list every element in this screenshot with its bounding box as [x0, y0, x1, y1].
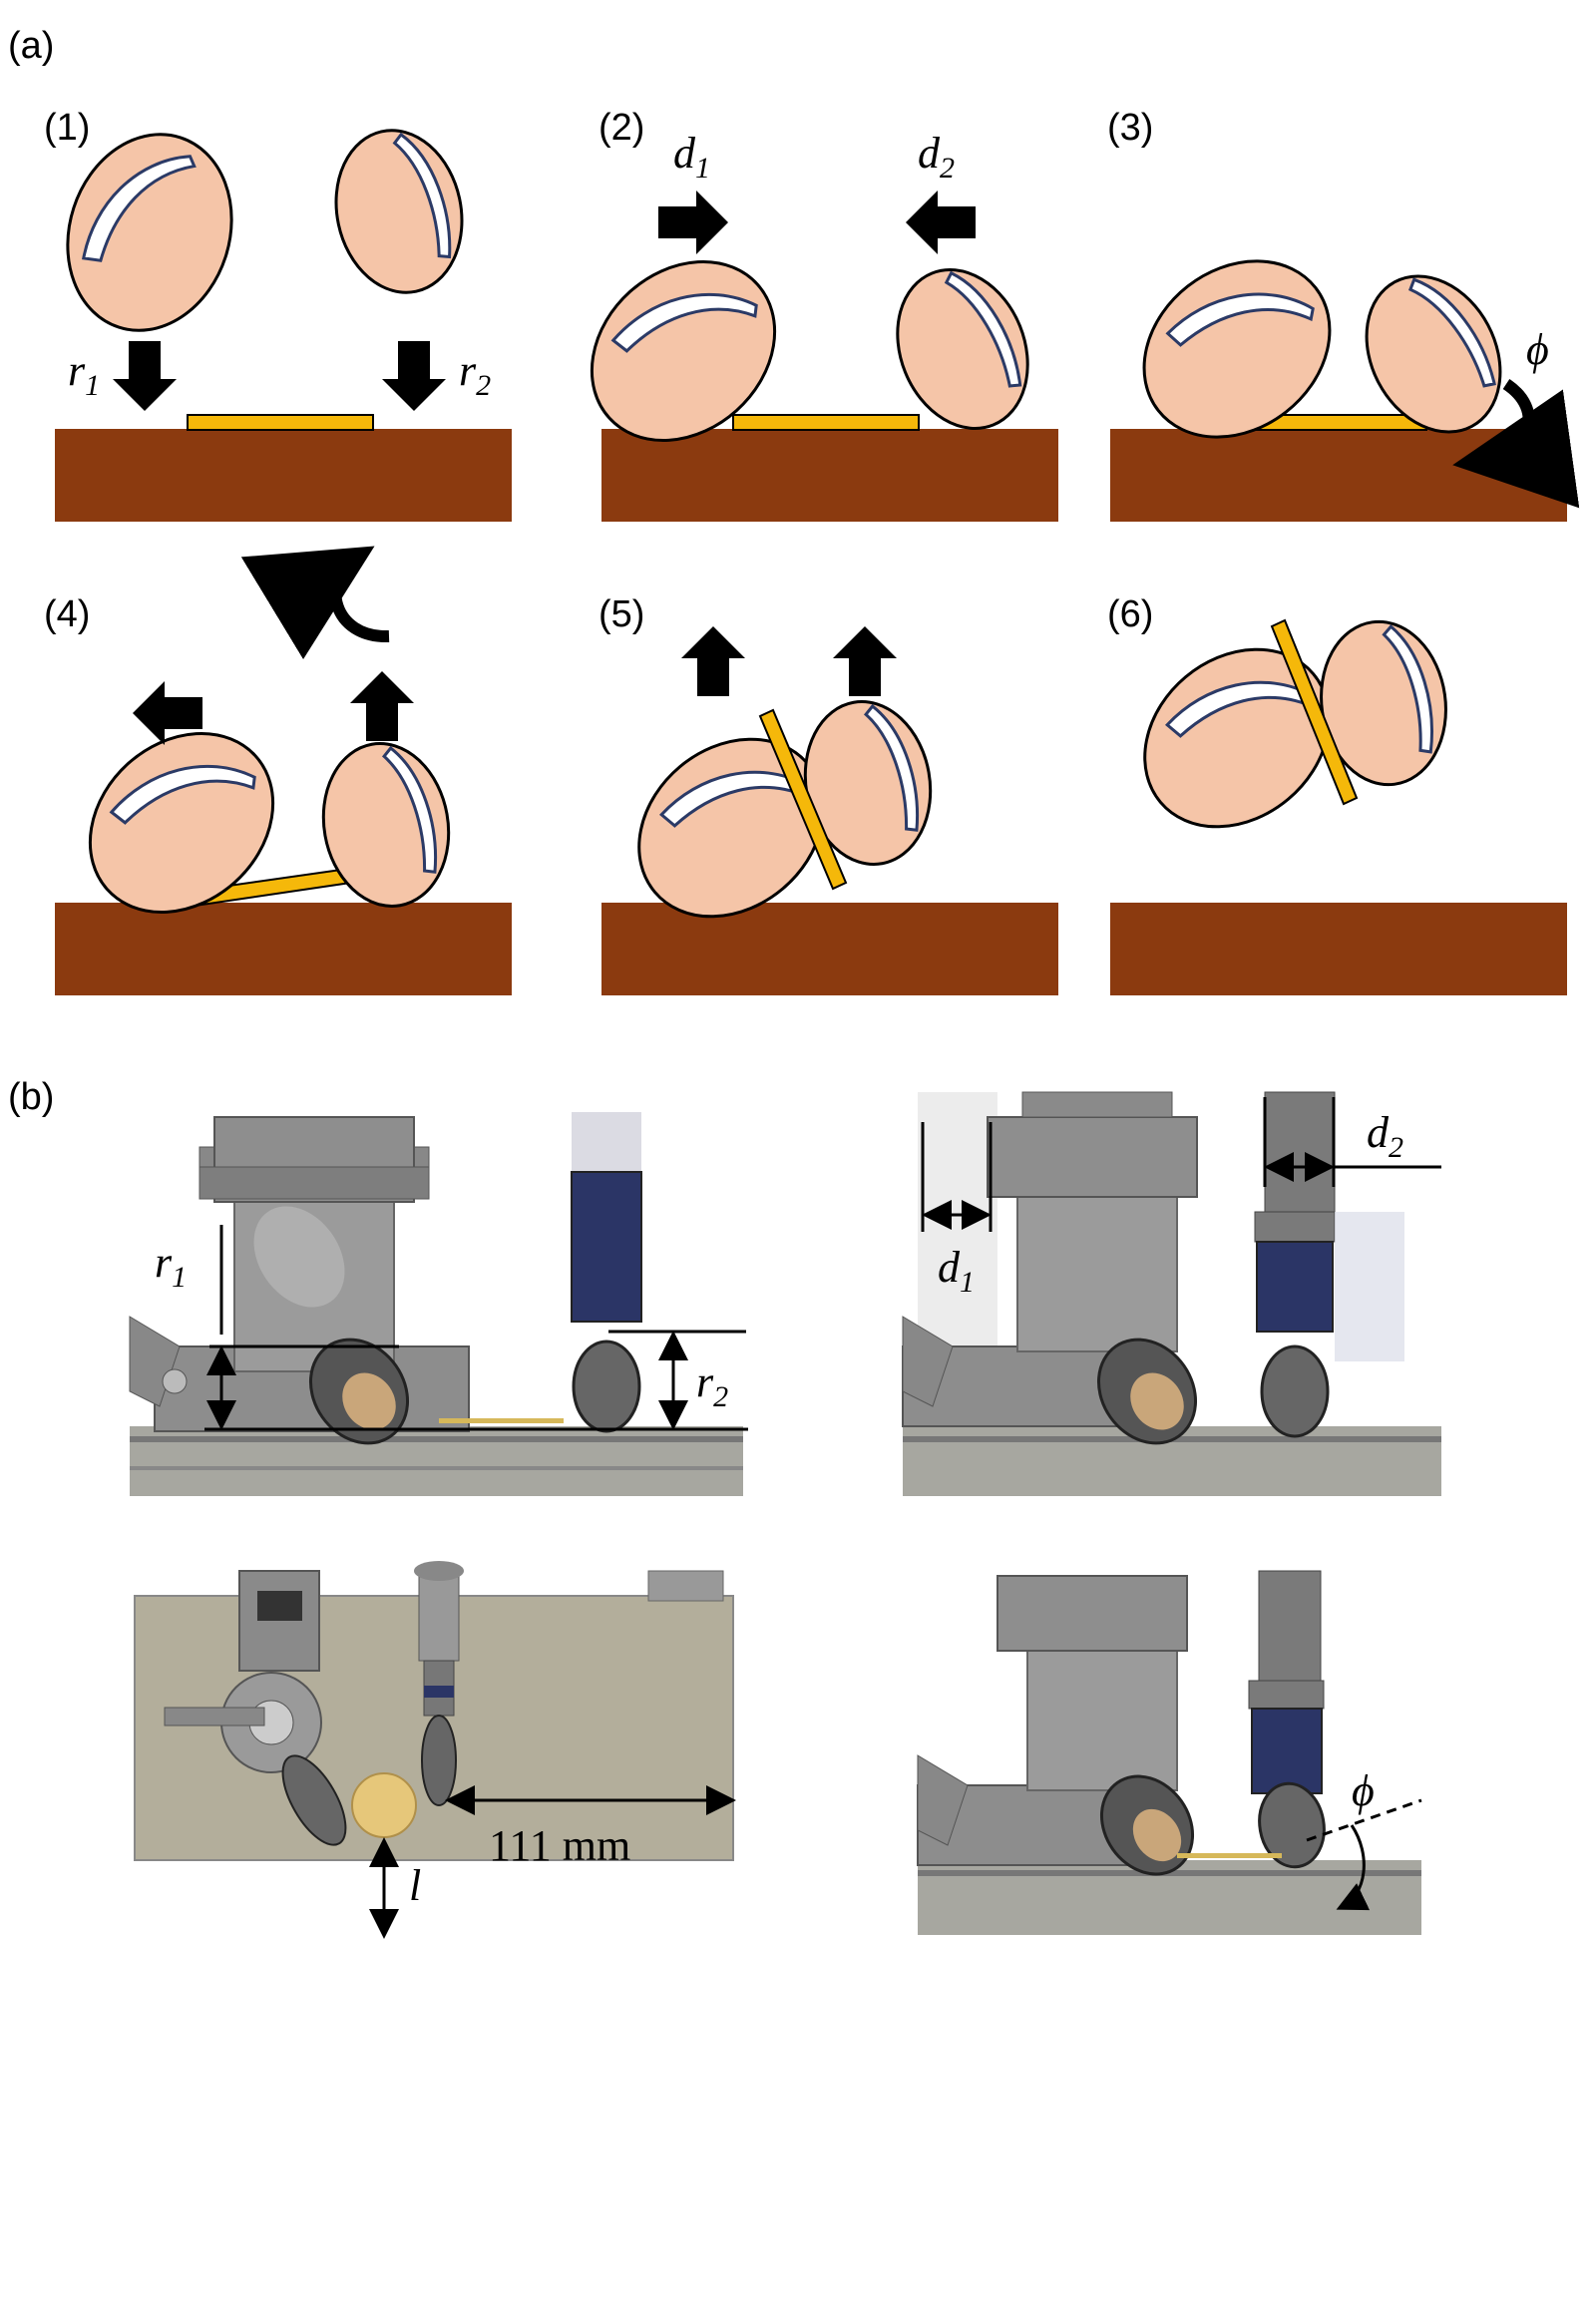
up-arrow-icon: [833, 626, 897, 696]
motor-housing: [997, 1575, 1188, 1652]
motor-housing: [987, 1116, 1198, 1198]
step-2-label: (2): [598, 107, 644, 149]
step-5-label: (5): [598, 593, 644, 635]
part-b-label: (b): [8, 1076, 54, 1118]
panel-step-1: (1) r1 r2: [41, 107, 512, 522]
right-finger-model: [1258, 1781, 1326, 1869]
d2-dimension-label: d2: [1367, 1108, 1403, 1164]
up-arrow-icon: [681, 626, 745, 696]
column: [1016, 1191, 1178, 1352]
r1-symbol: r1: [68, 346, 100, 402]
table-surface: [1110, 429, 1567, 522]
sensor-module: [1251, 1708, 1323, 1794]
panel-step-2: (2) d1 d2: [554, 107, 1058, 522]
table-surface: [55, 903, 512, 995]
r2-dimension-label: r2: [696, 1357, 728, 1413]
right-arrow-icon: [658, 191, 728, 254]
render-top-view: 111 mm l: [134, 1561, 736, 1939]
d2-symbol: d2: [918, 129, 955, 185]
down-arrow-icon: [113, 341, 177, 411]
right-fingertip: [309, 731, 463, 919]
right-finger-model: [572, 1340, 641, 1433]
thin-plate: [732, 414, 920, 431]
rotation-arrow-icon: [240, 546, 390, 660]
thin-plate: [1270, 618, 1359, 806]
panel-step-3: (3) ϕ: [1107, 107, 1580, 522]
table-surface: [601, 429, 1058, 522]
panel-step-4: (4): [44, 546, 512, 995]
r1-dimension-label: r1: [155, 1238, 187, 1294]
column: [1026, 1645, 1178, 1791]
render-side-view-phi: ϕ: [917, 1570, 1422, 1935]
d1-symbol: d1: [673, 129, 710, 185]
left-finger-model: [281, 1754, 347, 1846]
right-finger-model: [1260, 1345, 1330, 1438]
step-3-label: (3): [1107, 107, 1153, 149]
right-finger-model: [421, 1715, 457, 1806]
phi-symbol: ϕ: [1526, 325, 1549, 374]
panel-step-6: (6): [1107, 593, 1567, 995]
table-surface: [1110, 903, 1567, 995]
up-arrow-icon: [350, 671, 414, 741]
table-surface: [601, 903, 1058, 995]
step-6-label: (6): [1107, 593, 1153, 635]
render-side-view-d: d1 d2: [902, 1091, 1441, 1496]
part-a-label: (a): [8, 25, 54, 67]
l-dimension-label: l: [409, 1861, 421, 1910]
step-4-label: (4): [44, 593, 90, 635]
phi-dimension-label: ϕ: [1352, 1766, 1375, 1815]
coin: [351, 1772, 417, 1838]
left-arrow-icon: [906, 191, 976, 254]
down-arrow-icon: [382, 341, 446, 411]
step-1-label: (1): [44, 107, 90, 149]
right-fingertip: [319, 117, 479, 306]
r2-symbol: r2: [459, 346, 491, 402]
sensor-module: [571, 1171, 642, 1323]
thin-plate: [187, 414, 374, 431]
panel-step-5: (5): [598, 593, 1058, 995]
rotation-arrow-icon: [1452, 378, 1580, 509]
sensor-module: [1256, 1241, 1334, 1333]
d1-dimension-label: d1: [938, 1243, 975, 1299]
left-fingertip: [41, 111, 258, 354]
angle-arrow: [1336, 1824, 1371, 1911]
thin-plate: [758, 708, 848, 891]
angle-reference-line: [1306, 1798, 1422, 1842]
render-side-view-r: r1 r2: [129, 1112, 748, 1496]
table-surface: [55, 429, 512, 522]
distance-label: 111 mm: [489, 1821, 630, 1870]
